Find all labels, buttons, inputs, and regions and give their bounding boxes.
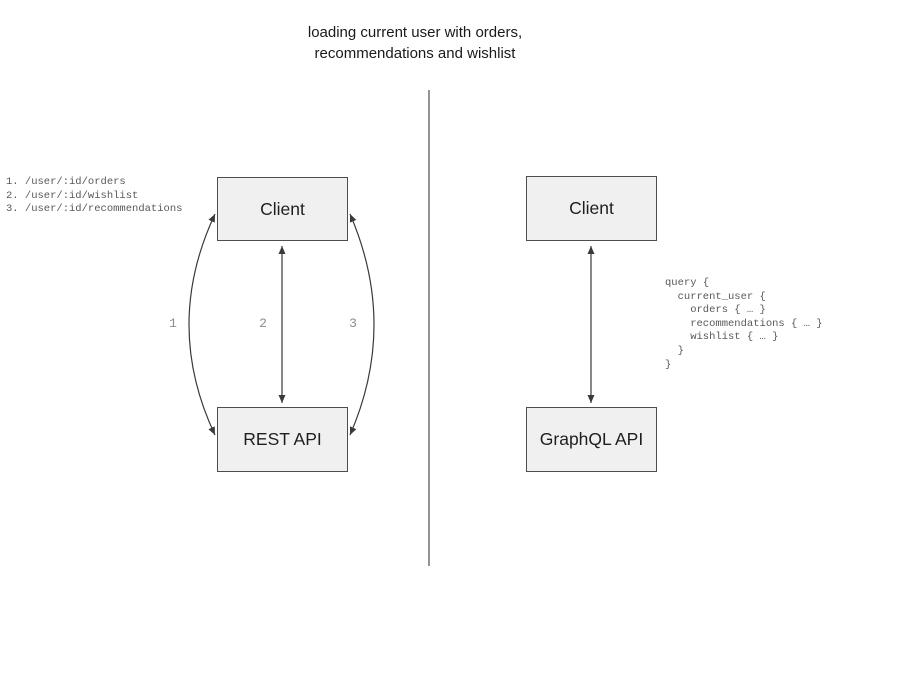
rest-api-label: REST API (243, 429, 322, 449)
rest-endpoints-list: 1. /user/:id/orders 2. /user/:id/wishlis… (6, 176, 182, 217)
rest-client-label: Client (260, 198, 305, 219)
rest-endpoint-line: 3. /user/:id/recommendations (6, 203, 183, 216)
graphql-client-label: Client (569, 198, 614, 218)
rest-arrow-label-3: 3 (349, 316, 357, 331)
diagram-title-line1: loading current user with orders, (307, 24, 523, 41)
graphql-query-line: } (665, 358, 672, 371)
graphql-client-box: Client (526, 176, 657, 241)
rest-endpoint-line: 1. /user/:id/orders (6, 176, 126, 188)
graphql-query-line: } (665, 344, 684, 357)
diagram-title: loading current user with orders, recomm… (265, 22, 565, 64)
rest-arrow-label-1: 1 (169, 316, 177, 331)
graphql-api-label: GraphQL API (539, 429, 644, 449)
graphql-query-line: current_user { (665, 290, 766, 303)
rest-endpoint-line: 2. /user/:id/wishlist (6, 189, 139, 202)
rest-arrow-label-2: 2 (259, 316, 267, 331)
graphql-query-snippet: query { current_user { orders { … } reco… (665, 277, 823, 372)
graphql-query-line: recommendations { … } (665, 317, 823, 330)
graphql-query-line: orders { … } (665, 304, 766, 317)
rest-arrow-1-arc (188, 213, 216, 436)
graphql-query-line: wishlist { … } (665, 331, 779, 344)
graphql-query-line: query { (665, 277, 710, 289)
rest-client-box: Client (217, 177, 348, 241)
rest-api-box: REST API (217, 407, 348, 472)
graphql-api-box: GraphQL API (526, 407, 657, 472)
diagram-title-line2: recommendations and wishlist (314, 45, 516, 62)
